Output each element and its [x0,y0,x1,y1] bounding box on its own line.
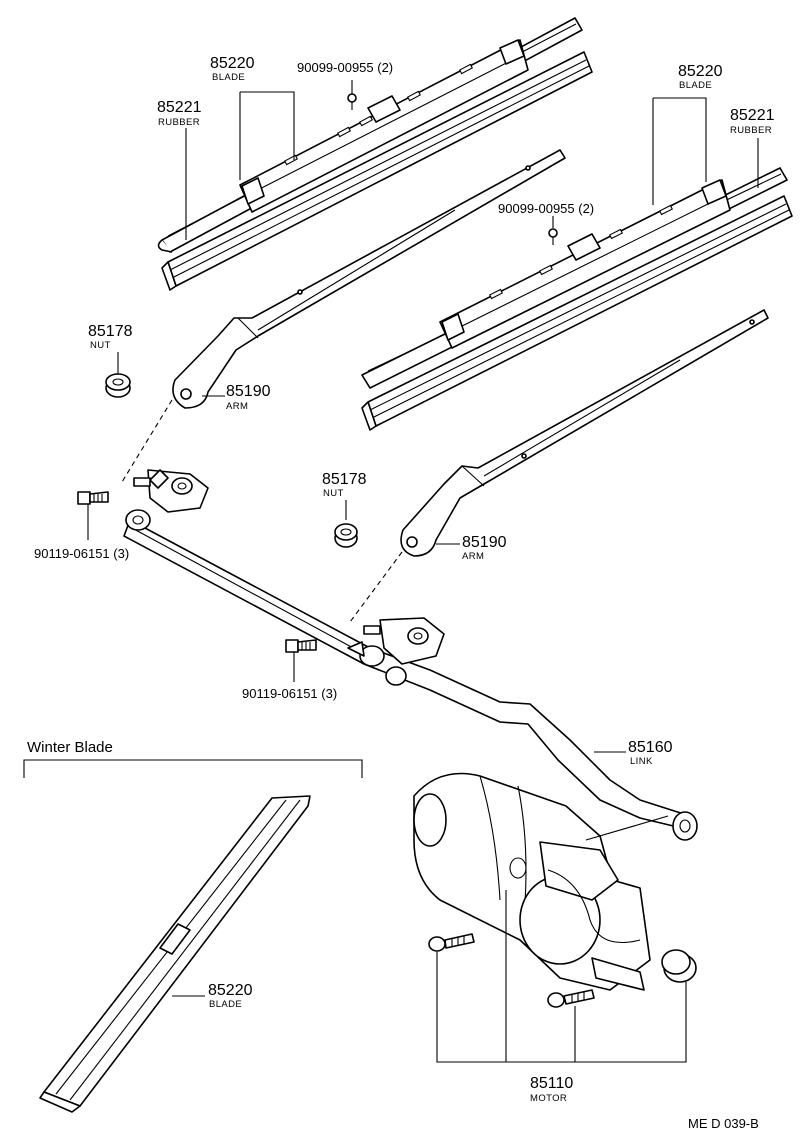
label-link-number: 85160 [628,739,673,756]
label-arm-left: 85190 ARM [226,383,271,412]
label-link: 85160 LINK [628,739,673,767]
label-arm-right: 85190 ARM [462,534,507,562]
label-rubber-right-name: RUBBER [730,125,772,136]
wiper-link [123,509,698,841]
label-rubber-left-name: RUBBER [158,117,200,128]
label-bolt-left: 90119-06151 (3) [34,546,129,561]
label-nut-right: 85178 NUT [322,471,367,499]
motor-bolt-b [547,989,595,1008]
bolt-center [285,639,317,653]
label-blade-left-number: 85220 [210,55,255,72]
arm-right-alignment-line [349,551,403,623]
label-motor-name: MOTOR [530,1093,567,1104]
left-wiper-arm [172,149,566,409]
right-wiper-rubber [361,195,793,431]
label-rubber-right-number: 85221 [730,107,775,124]
label-rubber-right: 85221 RUBBER [730,107,775,136]
label-rubber-left: 85221 RUBBER [157,99,202,128]
label-bolt-center: 90119-06151 (3) [242,686,337,701]
leader-lines [87,80,759,1063]
left-wiper-blade [157,17,583,253]
label-arm-left-name: ARM [226,401,248,412]
right-wiper-blade [361,167,788,389]
label-nut-right-name: NUT [323,488,344,499]
arm-left-alignment-line [121,399,173,483]
diagram-code: ME D 039-B [688,1116,759,1131]
label-blade-right-number: 85220 [678,63,723,80]
nut-right [334,523,358,548]
bolt-left [77,491,109,505]
screw-left [347,93,357,110]
label-nut-left-number: 85178 [88,323,133,340]
label-rubber-left-number: 85221 [157,99,202,116]
label-winter-blade-number: 85220 [208,982,253,999]
label-arm-right-name: ARM [462,551,484,562]
label-winter-blade: 85220 BLADE [208,982,253,1010]
screw-right [548,228,558,245]
label-nut-left-name: NUT [90,340,111,351]
wiper-motor [413,772,669,991]
winter-blade-bracket [23,759,363,778]
label-blade-left-name: BLADE [212,72,245,83]
nut-left [105,373,131,398]
label-blade-right-name: BLADE [679,80,712,91]
label-motor-number: 85110 [530,1075,573,1092]
label-arm-right-number: 85190 [462,534,507,551]
label-nut-left: 85178 NUT [88,323,133,351]
label-nut-right-number: 85178 [322,471,367,488]
pivot-left [133,469,209,513]
right-wiper-arm [400,309,769,557]
label-motor: 85110 MOTOR [530,1075,573,1104]
motor-grommet [661,949,697,983]
label-screw-left: 90099-00955 (2) [297,60,393,75]
label-blade-left: 85220 BLADE [210,55,255,83]
motor-bolt-a [428,933,475,952]
pivot-right [347,617,445,686]
label-blade-right: 85220 BLADE [678,63,723,91]
label-winter-blade-name: BLADE [209,999,242,1010]
label-arm-left-number: 85190 [226,383,271,400]
label-winter-blade-title: Winter Blade [27,739,113,756]
winter-blade [39,795,311,1113]
left-wiper-rubber [161,51,593,291]
label-screw-right: 90099-00955 (2) [498,201,594,216]
label-link-name: LINK [630,756,653,767]
